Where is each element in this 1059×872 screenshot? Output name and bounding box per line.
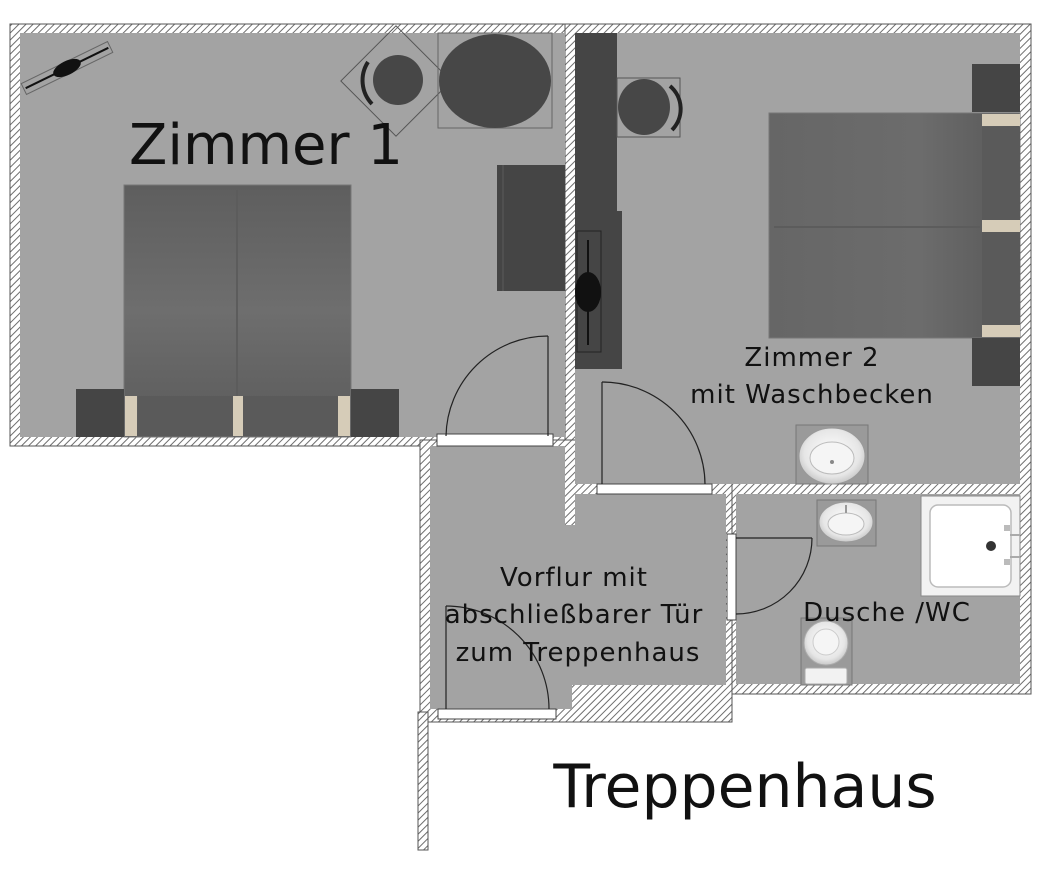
label-vorflur-line2: abschließbarer Tür: [445, 600, 704, 630]
nightstand-icon: [76, 389, 124, 437]
label-zimmer2-line2: mit Waschbecken: [690, 380, 934, 410]
label-dusche: Dusche /WC: [803, 598, 971, 628]
door-swing-icon: [726, 533, 813, 621]
ceiling-fan-icon: [20, 40, 114, 96]
door-swing-icon: [437, 605, 557, 720]
label-zimmer1: Zimmer 1: [129, 113, 403, 178]
label-treppenhaus: Treppenhaus: [552, 752, 936, 822]
sink-icon: [795, 424, 869, 485]
toilet-icon: [800, 617, 853, 686]
double-bed-icon: [768, 112, 1021, 339]
nightstand-icon: [972, 64, 1020, 112]
door-swing-icon: [596, 381, 713, 495]
label-vorflur-line3: zum Treppenhaus: [456, 638, 701, 668]
sink-icon: [816, 499, 877, 547]
desk-icon: [497, 165, 565, 291]
double-bed-icon: [123, 184, 352, 438]
nightstand-icon: [351, 389, 399, 437]
floor-vorflur: [430, 446, 726, 709]
label-zimmer2-line1: Zimmer 2: [744, 343, 879, 373]
shower-tray-icon: [920, 495, 1021, 597]
wardrobe-icon: [575, 33, 622, 369]
nightstand-icon: [972, 338, 1020, 386]
chair-icon: [340, 25, 452, 137]
chair-icon: [616, 77, 683, 138]
round-table-icon: [437, 32, 553, 129]
label-vorflur-line1: Vorflur mit: [500, 563, 648, 593]
door-swing-icon: [436, 335, 554, 447]
